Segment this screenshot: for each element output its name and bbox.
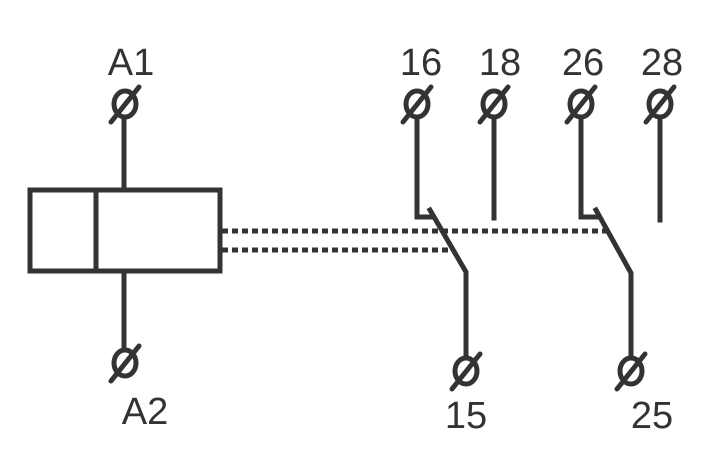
label-18: 18 bbox=[479, 42, 521, 84]
terminal-a1 bbox=[108, 84, 142, 125]
label-a1: A1 bbox=[108, 42, 154, 84]
terminal-28 bbox=[643, 84, 677, 125]
label-15: 15 bbox=[445, 395, 487, 437]
contact-15-switch-arm bbox=[426, 206, 469, 366]
terminal-15 bbox=[449, 351, 483, 392]
label-a2: A2 bbox=[122, 391, 168, 433]
relay-coil bbox=[27, 187, 223, 274]
terminal-a2 bbox=[108, 343, 142, 384]
terminal-25 bbox=[614, 351, 648, 392]
label-28: 28 bbox=[641, 42, 683, 84]
label-16: 16 bbox=[400, 42, 442, 84]
contact-16-wire bbox=[414, 109, 435, 220]
contact-25-switch-arm bbox=[592, 206, 634, 366]
label-25: 25 bbox=[631, 395, 673, 437]
terminal-26 bbox=[564, 84, 598, 125]
terminal-16 bbox=[400, 84, 434, 125]
contact-26-wire bbox=[578, 109, 599, 220]
label-26: 26 bbox=[562, 42, 604, 84]
terminal-18 bbox=[477, 84, 511, 125]
